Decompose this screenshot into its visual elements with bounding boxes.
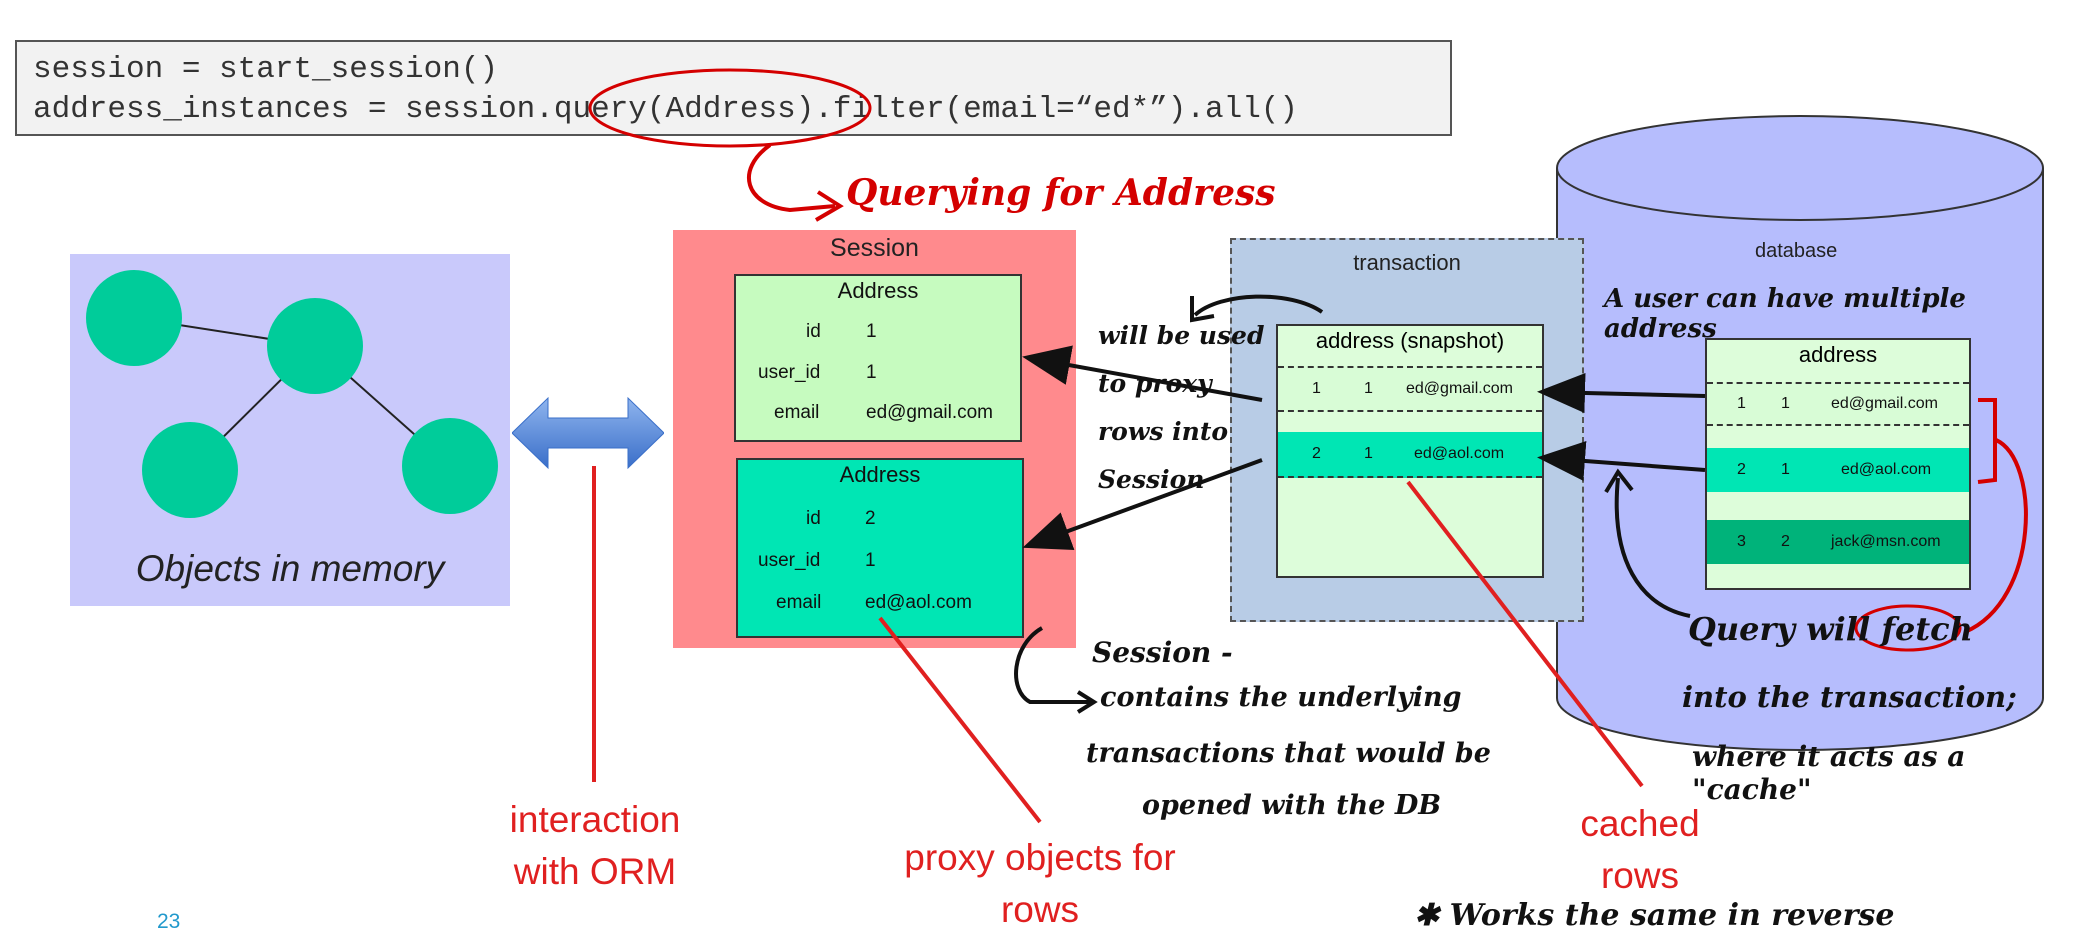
session-box: Session Address id 1 user_id 1 email ed@… (673, 230, 1076, 648)
graph-node (142, 422, 238, 518)
cell-user-id: 1 (1364, 445, 1373, 462)
cell-email: ed@gmail.com (1831, 395, 1938, 412)
graph-node (267, 298, 363, 394)
transaction-box: transaction address (snapshot) 1 1 ed@gm… (1230, 238, 1584, 622)
note-session-3: transactions that would be (1086, 738, 1491, 769)
page-number: 23 (157, 910, 181, 933)
arrow-db-row-1 (1537, 373, 1706, 413)
id-value: 1 (866, 321, 877, 342)
table-title: address (1798, 342, 1878, 367)
note-works-in-reverse: ✱ Works the same in reverse (1414, 898, 1895, 933)
note-querying: Querying for Address (846, 172, 1276, 214)
label-proxy-objects: proxy objects for rows (904, 837, 1176, 930)
cell-user-id: 1 (1781, 461, 1790, 478)
note-session-1: Session - (1092, 636, 1233, 669)
cell-user-id: 1 (1364, 380, 1373, 397)
note-session-4: opened with the DB (1142, 790, 1442, 821)
arrow-to-session-card-2 (1022, 458, 1263, 551)
snapshot-row: 2 1 ed@aol.com (1278, 432, 1542, 478)
memory-caption: Objects in memory (135, 548, 445, 589)
snapshot-row: 1 1 ed@gmail.com (1278, 366, 1542, 412)
graph-node (402, 418, 498, 514)
query-highlight-ellipse (588, 68, 872, 148)
user-id-label: user_id (758, 550, 821, 571)
table-row: 2 1 ed@aol.com (1707, 448, 1969, 492)
note-query-fetch-3: where it acts as a "cache" (1692, 740, 1966, 806)
email-value: ed@gmail.com (866, 402, 993, 423)
snapshot-title: address (snapshot) (1315, 328, 1505, 353)
id-label: id (806, 321, 821, 342)
session-address-card-2: Address id 2 user_id 1 email ed@aol.com (736, 458, 1024, 638)
database-title: database (1755, 240, 1838, 262)
object-graph (86, 270, 498, 518)
graph-node (86, 270, 182, 366)
note-query-fetch-2: into the transaction; (1682, 680, 2017, 714)
code-block: session = start_session() address_instanc… (15, 40, 1452, 136)
cell-id: 2 (1312, 445, 1321, 462)
cell-email: ed@gmail.com (1406, 380, 1513, 397)
transaction-title: transaction (1353, 250, 1461, 275)
snapshot-table: address (snapshot) 1 1 ed@gmail.com 2 1 … (1276, 324, 1544, 578)
note-query-fetch-1: Query will fetch (1688, 610, 1973, 648)
table-row: 3 2 jack@msn.com (1707, 520, 1969, 564)
cell-id: 1 (1737, 395, 1746, 412)
arrow-db-row-2 (1537, 441, 1706, 481)
cell-user-id: 1 (1781, 395, 1790, 412)
id-value: 2 (865, 508, 876, 529)
double-arrow-icon (512, 396, 664, 470)
card-title: Address (839, 462, 921, 487)
cell-email: ed@aol.com (1841, 461, 1932, 478)
label-interaction-with-orm: interaction with ORM (509, 799, 681, 892)
cell-user-id: 2 (1781, 533, 1790, 550)
label-cached-rows: cached rows (1580, 803, 1700, 896)
cell-email: ed@aol.com (1414, 445, 1505, 462)
session-title: Session (830, 234, 919, 262)
table-row: 1 1 ed@gmail.com (1707, 382, 1969, 426)
cell-id: 1 (1312, 380, 1321, 397)
id-label: id (806, 508, 821, 529)
cell-email: jack@msn.com (1831, 533, 1941, 550)
note-user-multiple: A user can have multiple address (1604, 284, 1966, 344)
objects-in-memory-panel: Objects in memory (70, 254, 510, 606)
email-label: email (774, 402, 820, 423)
note-will-be-used: will be used to proxy rows into Session (1098, 321, 1265, 494)
arrow-to-session-card-1 (1022, 345, 1263, 402)
user-id-value: 1 (865, 550, 876, 571)
code-line-1: session = start_session() (33, 52, 499, 87)
email-label: email (776, 592, 822, 613)
query-curve-arrow (746, 143, 836, 213)
email-value: ed@aol.com (865, 592, 972, 613)
note-session-2: contains the underlying (1100, 682, 1462, 713)
code-line-2: address_instances = session.query(Addres… (33, 92, 1299, 127)
database-address-table: address 1 1 ed@gmail.com 2 1 ed@aol.com … (1705, 338, 1971, 590)
card-title: Address (837, 278, 919, 303)
session-address-card-1: Address id 1 user_id 1 email ed@gmail.co… (734, 274, 1022, 442)
user-id-label: user_id (758, 362, 821, 383)
user-id-value: 1 (866, 362, 877, 383)
pointer-cached (1406, 480, 1644, 788)
cell-id: 3 (1737, 533, 1746, 550)
pointer-proxy (878, 616, 1042, 824)
cell-id: 2 (1737, 461, 1746, 478)
